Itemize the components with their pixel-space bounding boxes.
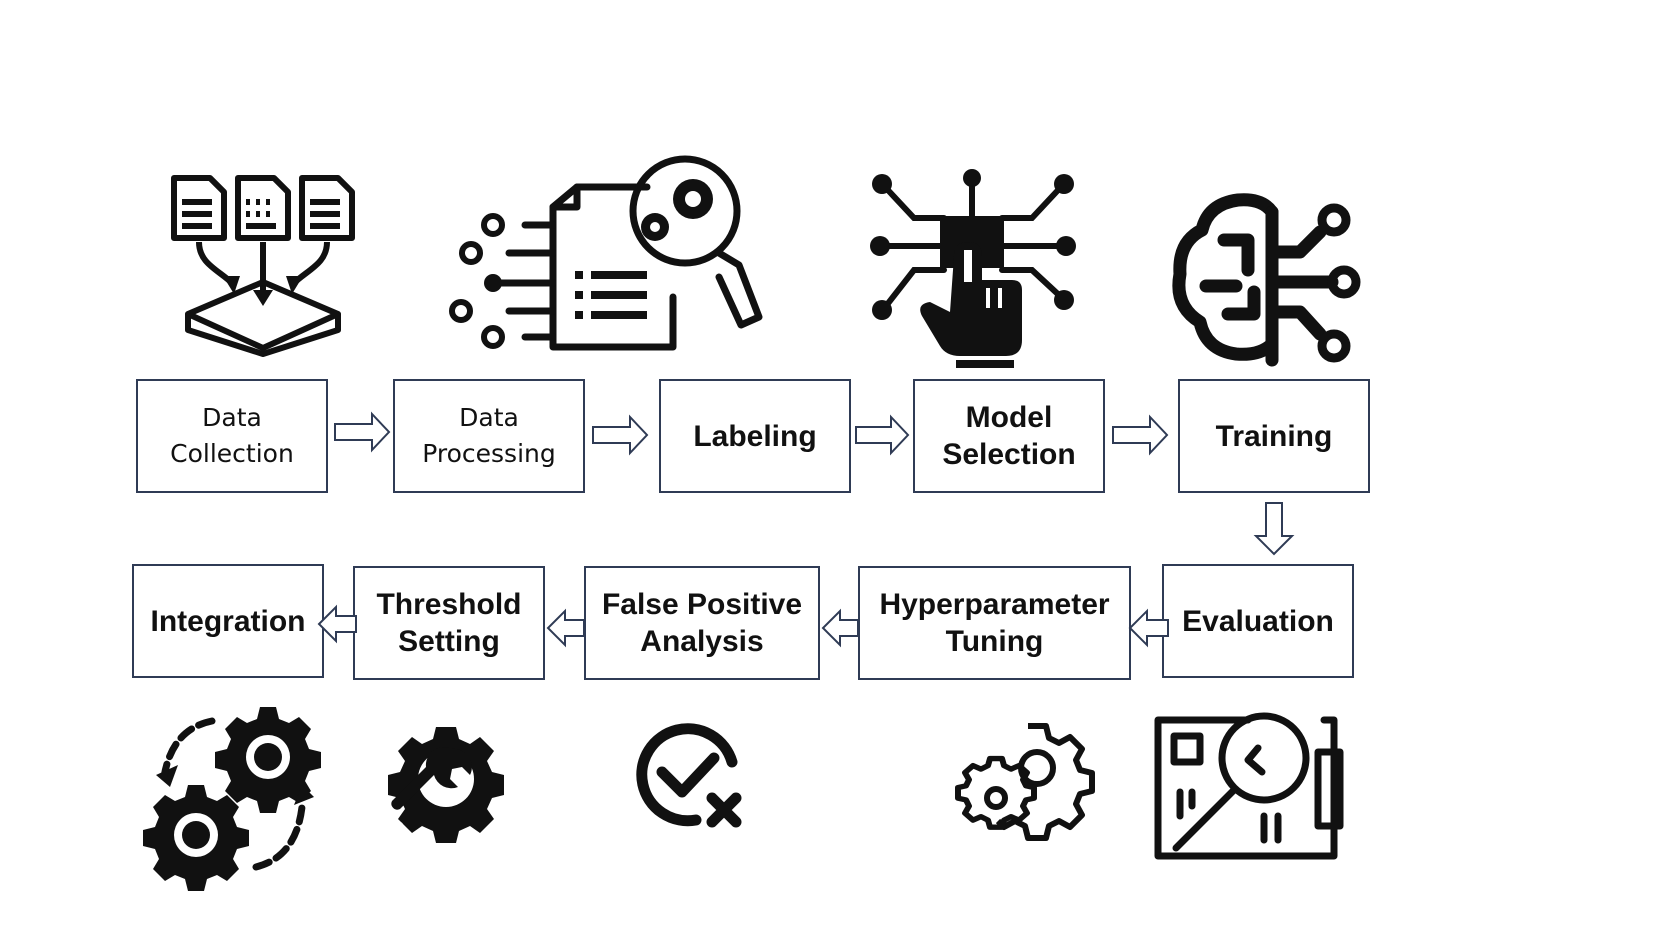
- documents-to-tray-icon: [171, 175, 355, 357]
- stage-box-model-selection: Model Selection: [913, 379, 1105, 493]
- stage-box-data-collection: Data Collection: [136, 379, 328, 493]
- stage-label: Data Collection: [170, 403, 294, 468]
- stage-box-threshold-setting: Threshold Setting: [353, 566, 545, 680]
- stage-box-labeling: Labeling: [659, 379, 851, 493]
- gear-wrench-icon: [388, 727, 504, 843]
- arrow-left-icon: [546, 608, 585, 648]
- hand-network-icon: [870, 169, 1076, 368]
- stage-label: Training: [1215, 419, 1333, 453]
- stage-box-evaluation: Evaluation: [1162, 564, 1354, 678]
- arrow-left-icon: [317, 604, 357, 644]
- rotating-gears-icon: [143, 707, 321, 891]
- stage-label: Threshold Setting: [376, 588, 522, 658]
- arrow-right-icon: [592, 414, 649, 456]
- stage-box-hyperparameter-tuning: Hyperparameter Tuning: [858, 566, 1131, 680]
- stage-label: Hyperparameter Tuning: [879, 588, 1110, 658]
- stage-box-data-processing: Data Processing: [393, 379, 585, 493]
- arrow-right-icon: [855, 414, 910, 456]
- check-cross-icon: [636, 723, 742, 828]
- stage-label: Data Processing: [422, 403, 556, 468]
- stage-box-integration: Integration: [132, 564, 324, 678]
- arrow-right-icon: [1112, 414, 1169, 456]
- stage-label: Model Selection: [942, 401, 1076, 471]
- arrow-left-icon: [1128, 608, 1169, 648]
- arrow-right-icon: [334, 411, 391, 453]
- stage-box-training: Training: [1178, 379, 1370, 493]
- stage-box-false-positive-analysis: False Positive Analysis: [584, 566, 820, 680]
- dashboard-magnifier-icon: [1154, 712, 1344, 860]
- arrow-left-icon: [821, 608, 859, 648]
- brain-circuit-icon: [1172, 193, 1361, 367]
- document-magnifier-gears-icon: [449, 155, 763, 351]
- gears-icon: [955, 723, 1095, 841]
- stage-label: Labeling: [693, 419, 817, 453]
- stage-label: Evaluation: [1182, 604, 1334, 638]
- stage-label: Integration: [150, 604, 306, 638]
- stage-label: False Positive Analysis: [601, 588, 803, 658]
- arrow-down-icon: [1253, 502, 1295, 556]
